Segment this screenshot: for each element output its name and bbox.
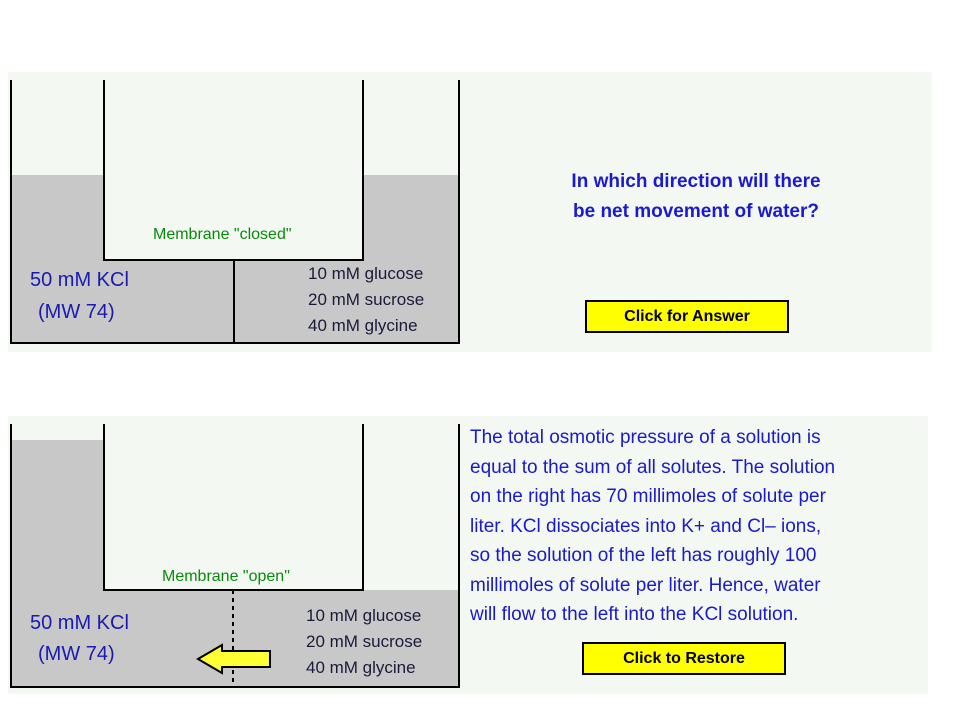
right-solute-glucose: 10 mM glucose — [308, 264, 424, 283]
answer-panel: Membrane "open" 50 mM KCl (MW 74) 10 mM … — [8, 416, 928, 694]
question-line1: In which direction will there — [571, 171, 821, 192]
right-liquid — [364, 590, 459, 686]
question-line2: be net movement of water? — [573, 201, 819, 222]
left-solution-line2: (MW 74) — [38, 643, 115, 665]
answer-line: equal to the sum of all solutes. The sol… — [470, 456, 836, 478]
left-solution-line1: 50 mM KCl — [30, 612, 129, 634]
answer-line: on the right has 70 millimoles of solute… — [470, 486, 826, 507]
answer-line: will flow to the left into the KCl solut… — [470, 604, 799, 625]
membrane-label: Membrane "open" — [162, 568, 290, 585]
answer-line: so the solution of the left has roughly … — [470, 545, 817, 566]
answer-line: The total osmotic pressure of a solution… — [470, 427, 821, 448]
u-tube-diagram-closed — [10, 80, 460, 344]
right-solute-glycine: 40 mM glycine — [308, 316, 418, 335]
inner-tube-wall — [103, 424, 364, 591]
question-panel: Membrane "closed" 50 mM KCl (MW 74) 10 m… — [8, 72, 932, 352]
u-tube-diagram-open — [10, 424, 460, 688]
answer-line: millimoles of solute per liter. Hence, w… — [470, 574, 821, 596]
answer-line: liter. KCl dissociates into K+ and Cl– i… — [470, 515, 822, 537]
right-solute-glycine: 40 mM glycine — [306, 658, 416, 677]
answer-text: The total osmotic pressure of a solution… — [470, 423, 835, 630]
right-solute-glucose: 10 mM glucose — [306, 606, 422, 625]
right-solute-sucrose: 20 mM sucrose — [308, 290, 425, 309]
membrane-label: Membrane "closed" — [153, 226, 292, 243]
left-solution-line2: (MW 74) — [38, 301, 115, 323]
right-liquid — [364, 175, 459, 342]
left-solution-line1: 50 mM KCl — [30, 269, 129, 291]
left-arrow-icon — [196, 643, 271, 675]
right-solute-sucrose: 20 mM sucrose — [306, 632, 423, 651]
click-for-answer-button[interactable]: Click for Answer — [585, 300, 789, 333]
left-liquid — [11, 175, 104, 342]
click-to-restore-button[interactable]: Click to Restore — [582, 642, 786, 675]
outer-container-wall — [10, 424, 460, 688]
left-liquid — [11, 440, 104, 686]
